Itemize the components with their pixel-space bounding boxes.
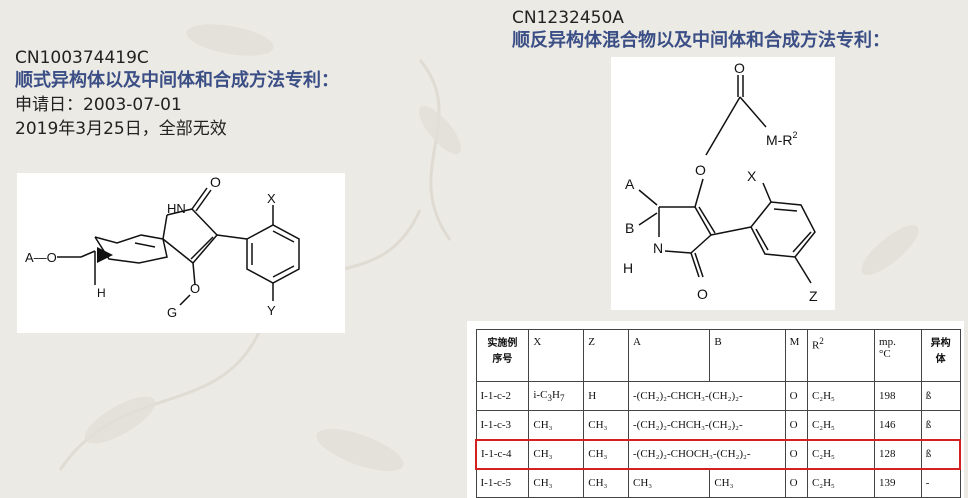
label-o-mid: O bbox=[695, 162, 706, 178]
label-h: H bbox=[97, 286, 106, 300]
left-patent-header: CN100374419C 顺式异构体以及中间体和合成方法专利： 申请日：2003… bbox=[15, 48, 339, 141]
label-x: X bbox=[267, 191, 276, 206]
label-x-right: X bbox=[747, 168, 757, 184]
header-mp: mp.°C bbox=[874, 329, 922, 382]
header-z: Z bbox=[583, 329, 629, 382]
table-row: I-1-c-5 CH₃ CH₃ CH₃ CH₃ O C₂H₅ 139 - bbox=[475, 468, 961, 498]
left-status: 2019年3月25日，全部无效 bbox=[15, 119, 227, 139]
label-o-bottom: O bbox=[697, 286, 708, 302]
label-o-carbonyl: O bbox=[210, 174, 221, 190]
header-r2: R2 bbox=[806, 329, 876, 382]
cis-structure-drawing: HN O X A—O H O G Y bbox=[25, 174, 300, 320]
right-patent-title: 顺反异构体混合物以及中间体和合成方法专利： bbox=[512, 30, 890, 51]
example-table-image: 实施例序号 X Z A B M R2 mp.°C 异构体 I-1-c-2 i-C… bbox=[467, 321, 964, 498]
label-z: Z bbox=[809, 288, 818, 304]
left-patent-id: CN100374419C bbox=[15, 48, 149, 68]
left-patent-title: 顺式异构体以及中间体和合成方法专利： bbox=[15, 70, 339, 91]
cis-structure-image: HN O X A—O H O G Y bbox=[17, 173, 345, 333]
header-a: A bbox=[627, 329, 711, 382]
left-filing-date: 申请日：2003-07-01 bbox=[15, 95, 182, 115]
table-row: I-1-c-3 CH₃ CH₃ -(CH₂)₂-CHCH₃-(CH₂)₂- O … bbox=[475, 410, 961, 440]
mixture-structure-drawing: O M-R2 O A X B N H O Z bbox=[623, 60, 818, 304]
label-h-right: H bbox=[623, 260, 633, 276]
mixture-structure-image: O M-R2 O A X B N H O Z bbox=[611, 57, 835, 310]
label-n: N bbox=[653, 240, 663, 256]
example-table: 实施例序号 X Z A B M R2 mp.°C 异构体 I-1-c-2 i-C… bbox=[475, 329, 961, 498]
label-b: B bbox=[625, 220, 634, 236]
label-o-top: O bbox=[734, 60, 745, 76]
label-a: A bbox=[625, 176, 635, 192]
label-o-enol: O bbox=[190, 281, 200, 296]
label-hn: HN bbox=[167, 201, 186, 216]
table-header-row: 实施例序号 X Z A B M R2 mp.°C 异构体 bbox=[475, 329, 961, 382]
header-x: X bbox=[528, 329, 585, 382]
label-g: G bbox=[167, 305, 177, 320]
label-y: Y bbox=[267, 303, 276, 318]
highlighted-table-row: I-1-c-4 CH₃ CH₃ -(CH₂)₂-CHOCH₃-(CH₂)₂- O… bbox=[475, 438, 961, 470]
header-m: M bbox=[784, 329, 808, 382]
table-row: I-1-c-2 i-C3H7 H -(CH₂)₂-CHCH₃-(CH₂)₂- O… bbox=[475, 381, 961, 411]
header-isomer: 异构体 bbox=[920, 329, 961, 382]
label-m-r2: M-R2 bbox=[766, 130, 797, 148]
header-example: 实施例序号 bbox=[475, 329, 530, 382]
right-patent-id: CN1232450A bbox=[512, 8, 624, 28]
label-a-o: A—O bbox=[25, 250, 57, 265]
right-patent-header: CN1232450A 顺反异构体混合物以及中间体和合成方法专利： bbox=[512, 8, 890, 53]
header-b: B bbox=[709, 329, 786, 382]
